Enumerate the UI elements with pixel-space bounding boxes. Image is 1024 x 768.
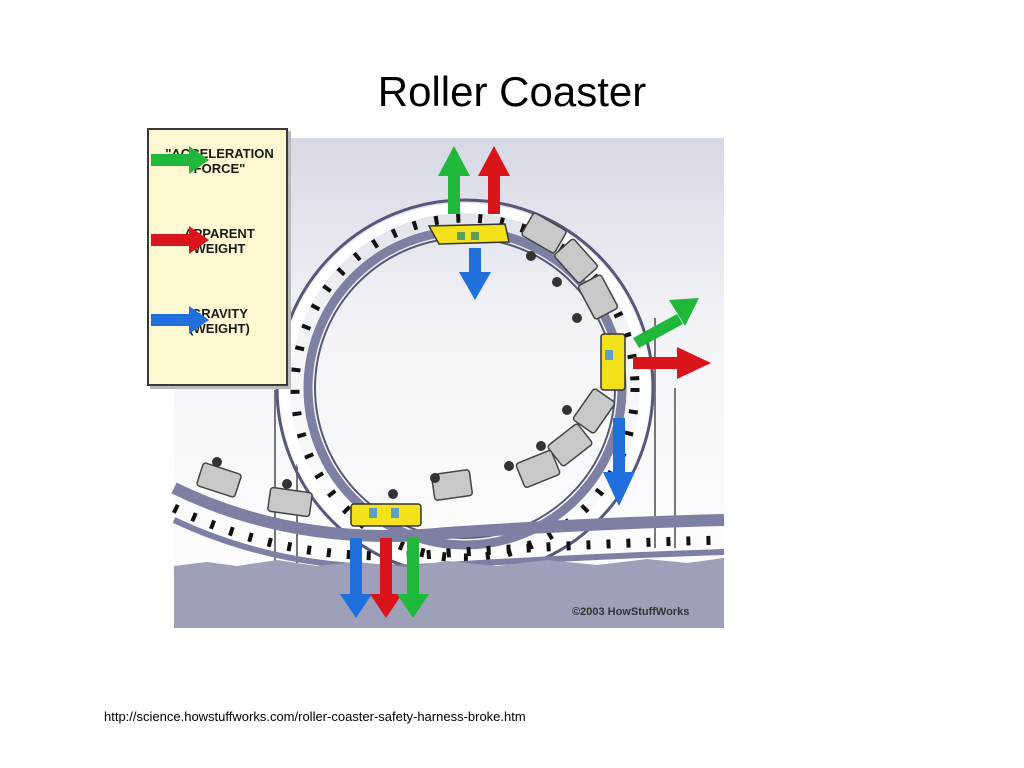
ground [174,558,724,628]
blue-arrow-icon [151,306,209,334]
top-acceleration-arrow [438,146,470,214]
green-arrow-icon [151,146,209,174]
car-top-seat [457,232,465,240]
legend-acceleration-force: "ACCELERATION FORCE" [149,146,290,176]
bottom-gravity-arrow [340,538,372,618]
copyright-notice: ©2003 HowStuffWorks [572,606,690,618]
red-arrow-icon [151,226,209,254]
roller-coaster-illustration: "ACCELERATION FORCE" APPARENT WEIGHT GRA… [147,128,727,628]
legend-label-gravity: GRAVITY (WEIGHT) [189,306,250,336]
rider-heads [212,251,582,499]
slide-title: Roller Coaster [377,68,647,115]
legend-gravity: GRAVITY (WEIGHT) [149,306,290,336]
side-acceleration-arrow [633,298,699,348]
car-top-yellow [427,223,510,245]
lower-track-rail [171,482,725,542]
illustration-canvas [171,138,725,628]
car-side-yellow [600,333,626,391]
loop-ties [290,213,640,563]
bottom-apparent-weight-arrow [370,538,402,618]
source-url: http://science.howstuffworks.com/roller-… [104,709,526,724]
force-legend: "ACCELERATION FORCE" APPARENT WEIGHT GRA… [147,128,288,386]
side-apparent-weight-arrow [633,347,711,379]
trailing-cars-lower [196,462,313,518]
top-apparent-weight-arrow [478,146,510,214]
lower-track-ties [172,503,725,561]
trailing-cars-loop [431,212,619,501]
side-gravity-arrow [603,418,635,506]
top-gravity-arrow [459,248,491,300]
car-bottom-yellow [350,503,422,527]
legend-apparent-weight: APPARENT WEIGHT [149,226,290,256]
bottom-acceleration-arrow [397,538,429,618]
